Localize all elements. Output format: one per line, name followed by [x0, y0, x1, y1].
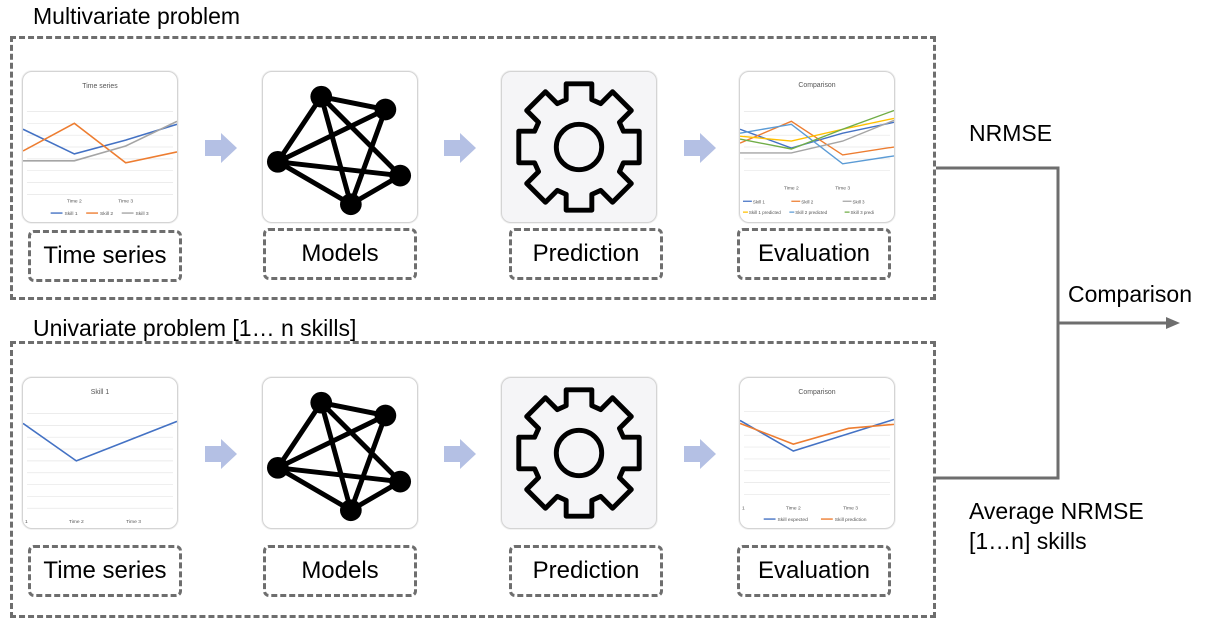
univariate-panel [10, 341, 936, 618]
legend-skill-1: Skill 1 [753, 199, 766, 204]
arrow-right-icon [684, 133, 716, 163]
series-skill-3-predicted-line [740, 109, 894, 150]
series-skill-1-line [23, 420, 177, 462]
arrow-right-icon [444, 133, 476, 163]
legend-skill-3: Skill 3 [853, 199, 866, 204]
tick-time-2: Time 2 [69, 519, 84, 525]
legend-skill-3-predicted: Skill 3 predi [851, 210, 874, 215]
step-label-models: Models [263, 228, 417, 280]
multivariate-title: Multivariate problem [33, 3, 241, 29]
comparison-label: Comparison [1068, 281, 1192, 307]
legend-skill-2: Skill 2 [100, 211, 113, 217]
step-label-prediction: Prediction [509, 228, 663, 280]
tick-time-2: Time 2 [67, 198, 82, 204]
legend-skill-1: Skill 1 [64, 211, 77, 217]
chart-title: Time series [82, 83, 118, 90]
arrow-right-icon [205, 439, 237, 469]
step-label-time-series: Time series [28, 230, 182, 282]
series-skill-3-line [740, 119, 894, 154]
series-skill-2-predicted-line [740, 123, 894, 165]
series-skill-1-predicted-line [740, 117, 894, 142]
tick-1: 1 [25, 519, 28, 525]
step-label-prediction: Prediction [509, 545, 663, 597]
step-label-models: Models [263, 545, 417, 597]
legend-skill-expected: Skill expected [778, 517, 809, 523]
univariate-metric-label-line1: Average NRMSE [969, 498, 1144, 524]
arrow-right-icon [444, 439, 476, 469]
univariate-timeseries-chart: Skill 1 1 Time 2 Time 3 [22, 377, 178, 529]
series-skill-prediction-line [740, 422, 894, 445]
prediction-gear-icon [501, 377, 657, 529]
chart-title: Skill 1 [91, 389, 110, 396]
multivariate-metric-label: NRMSE [969, 120, 1053, 146]
series-skill-2-line [23, 122, 177, 164]
step-label-evaluation: Evaluation [737, 228, 891, 280]
legend-skill-3: Skill 3 [136, 211, 149, 217]
univariate-title: Univariate problem [1… n skills] [33, 315, 357, 341]
arrow-head-icon [1166, 317, 1180, 329]
multivariate-comparison-chart: Comparison Time 2 Time 3 Skill 1 Skill 2… [739, 71, 895, 223]
series-skill-1-line [23, 123, 177, 155]
legend-skill-2-predicted: Skill 2 predicted [795, 210, 827, 215]
tick-time-3: Time 3 [118, 198, 133, 204]
tick-time-3: Time 3 [126, 519, 141, 525]
tick-1: 1 [742, 505, 745, 511]
multivariate-panel [10, 36, 936, 300]
legend-skill-1-predicted: Skill 1 predicted [749, 210, 781, 215]
series-skill-2-line [740, 120, 894, 156]
models-network-icon [262, 377, 418, 529]
multivariate-timeseries-chart: Time series Time 2 Time 3 Skill 1 Skill … [22, 71, 178, 223]
chart-title: Comparison [798, 82, 835, 89]
univariate-metric-label-line2: [1…n] skills [969, 528, 1087, 554]
tick-time-3: Time 3 [843, 505, 858, 511]
prediction-gear-icon [501, 71, 657, 223]
models-network-icon [262, 71, 418, 223]
tick-time-3: Time 3 [835, 185, 850, 191]
tick-time-2: Time 2 [786, 505, 801, 511]
arrow-right-icon [684, 439, 716, 469]
legend-skill-prediction: Skill prediction [835, 517, 867, 523]
step-label-time-series: Time series [28, 545, 182, 597]
series-skill-3-line [23, 120, 177, 162]
step-label-evaluation: Evaluation [737, 545, 891, 597]
tick-time-2: Time 2 [784, 185, 799, 191]
chart-title: Comparison [798, 389, 835, 396]
legend-skill-2: Skill 2 [801, 199, 814, 204]
univariate-comparison-chart: Comparison 1 Time 2 Time 3 Skill expecte… [739, 377, 895, 529]
arrow-right-icon [205, 133, 237, 163]
